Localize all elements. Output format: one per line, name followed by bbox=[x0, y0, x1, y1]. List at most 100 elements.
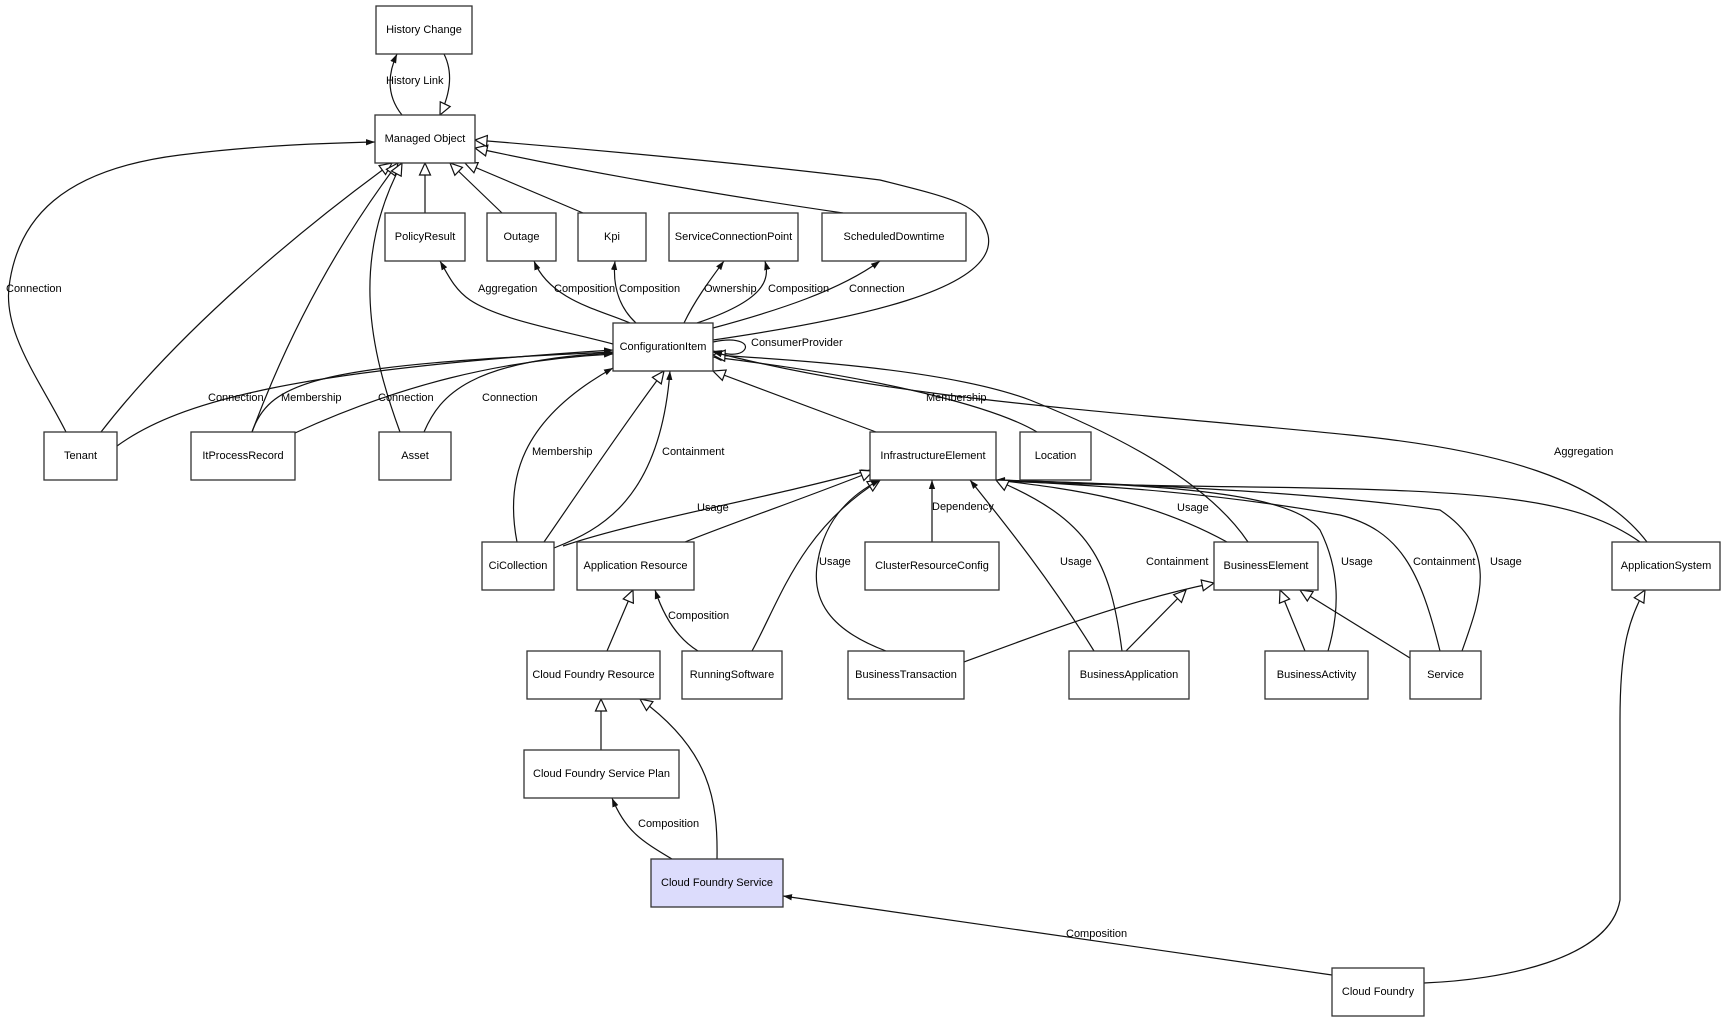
edge-label: Connection bbox=[378, 392, 434, 404]
class-box[interactable] bbox=[650, 858, 784, 908]
class-box[interactable] bbox=[486, 212, 557, 262]
class-node-business-transaction[interactable]: BusinessTransaction bbox=[847, 650, 965, 700]
edge-label: Usage bbox=[1341, 556, 1373, 568]
edge-label: Connection bbox=[6, 283, 62, 295]
class-box[interactable] bbox=[847, 650, 965, 700]
class-name: Location bbox=[1035, 450, 1077, 462]
inheritance-edge-ci_collection-to-configuration_item bbox=[543, 371, 664, 543]
class-box[interactable] bbox=[481, 541, 555, 591]
class-node-managed-object[interactable]: Managed Object bbox=[374, 114, 476, 164]
class-box[interactable] bbox=[612, 322, 714, 372]
class-box[interactable] bbox=[1019, 431, 1092, 481]
filled-arrow-icon bbox=[712, 354, 1038, 433]
class-node-cf-service[interactable]: Cloud Foundry Service bbox=[650, 858, 784, 908]
hollow-arrow-icon bbox=[751, 480, 880, 652]
filled-arrow-icon bbox=[712, 260, 881, 329]
class-node-cloud-foundry[interactable]: Cloud Foundry bbox=[1331, 967, 1425, 1017]
class-box[interactable] bbox=[864, 541, 1000, 591]
hollow-arrow-icon bbox=[465, 163, 584, 214]
class-node-application-system[interactable]: ApplicationSystem bbox=[1611, 541, 1721, 591]
class-node-location[interactable]: Location bbox=[1019, 431, 1092, 481]
hollow-arrow-icon bbox=[684, 471, 873, 543]
class-node-tenant[interactable]: Tenant bbox=[43, 431, 118, 481]
association-edge-service-to-infrastructure_element bbox=[995, 477, 1441, 652]
class-box[interactable] bbox=[523, 749, 680, 799]
class-name: Cloud Foundry Service Plan bbox=[533, 768, 670, 780]
class-box[interactable] bbox=[190, 431, 296, 481]
class-box[interactable] bbox=[577, 212, 647, 262]
inheritance-edge-cf_resource-to-application_resource bbox=[606, 590, 633, 652]
class-box[interactable] bbox=[1611, 541, 1721, 591]
class-box[interactable] bbox=[576, 541, 695, 591]
class-box[interactable] bbox=[375, 5, 473, 55]
class-node-policy-result[interactable]: PolicyResult bbox=[384, 212, 466, 262]
class-name: History Change bbox=[386, 24, 462, 36]
class-name: Cloud Foundry bbox=[1342, 986, 1415, 998]
class-name: Application Resource bbox=[584, 560, 688, 572]
association-edge-ci_collection-to-configuration_item bbox=[512, 367, 614, 543]
class-box[interactable] bbox=[1068, 650, 1190, 700]
edge-label: Composition bbox=[554, 283, 615, 295]
inheritance-edge-business_transaction-to-business_element bbox=[963, 583, 1214, 663]
association-edge-asset-to-configuration_item bbox=[423, 350, 614, 433]
association-edge-configuration_item-to-kpi bbox=[610, 260, 637, 324]
class-name: BusinessActivity bbox=[1277, 669, 1357, 681]
class-box[interactable] bbox=[526, 650, 661, 700]
class-node-infrastructure-element[interactable]: InfrastructureElement bbox=[869, 431, 997, 481]
class-node-ci-collection[interactable]: CiCollection bbox=[481, 541, 555, 591]
class-name: Cloud Foundry Resource bbox=[532, 669, 654, 681]
filled-arrow-icon bbox=[512, 367, 614, 543]
class-box[interactable] bbox=[378, 431, 452, 481]
edge-label: Aggregation bbox=[1554, 446, 1613, 458]
class-node-scp[interactable]: ServiceConnectionPoint bbox=[668, 212, 799, 262]
association-edge-cloud_foundry-to-cf_service bbox=[782, 894, 1333, 976]
class-node-configuration-item[interactable]: ConfigurationItem bbox=[612, 322, 714, 372]
class-name: ScheduledDowntime bbox=[844, 231, 945, 243]
association-edge-running_software-to-application_resource bbox=[654, 589, 699, 652]
class-node-business-activity[interactable]: BusinessActivity bbox=[1264, 650, 1369, 700]
class-node-it-process-record[interactable]: ItProcessRecord bbox=[190, 431, 296, 481]
class-name: Kpi bbox=[604, 231, 620, 243]
filled-arrow-icon bbox=[294, 351, 614, 434]
filled-arrow-icon bbox=[696, 260, 771, 324]
class-node-history-change[interactable]: History Change bbox=[375, 5, 473, 55]
edge-label: Containment bbox=[1413, 556, 1475, 568]
class-box[interactable] bbox=[681, 650, 783, 700]
class-box[interactable] bbox=[1213, 541, 1319, 591]
class-node-kpi[interactable]: Kpi bbox=[577, 212, 647, 262]
edge-label: Composition bbox=[1066, 928, 1127, 940]
class-box[interactable] bbox=[374, 114, 476, 164]
inheritance-edge-application_resource-to-infrastructure_element bbox=[684, 471, 873, 543]
class-node-cf-resource[interactable]: Cloud Foundry Resource bbox=[526, 650, 661, 700]
edge-label: Usage bbox=[1177, 502, 1209, 514]
class-box[interactable] bbox=[1409, 650, 1482, 700]
class-node-running-software[interactable]: RunningSoftware bbox=[681, 650, 783, 700]
hollow-arrow-icon bbox=[450, 163, 503, 214]
filled-arrow-icon bbox=[533, 260, 631, 324]
class-box[interactable] bbox=[1331, 967, 1425, 1017]
association-edge-service-to-infrastructure_element bbox=[995, 477, 1481, 652]
class-node-asset[interactable]: Asset bbox=[378, 431, 452, 481]
edge-label: Usage bbox=[1490, 556, 1522, 568]
class-box[interactable] bbox=[43, 431, 118, 481]
class-box[interactable] bbox=[668, 212, 799, 262]
filled-arrow-icon bbox=[995, 477, 1481, 652]
class-box[interactable] bbox=[1264, 650, 1369, 700]
filled-arrow-icon bbox=[423, 350, 614, 433]
class-node-outage[interactable]: Outage bbox=[486, 212, 557, 262]
class-node-service[interactable]: Service bbox=[1409, 650, 1482, 700]
class-name: InfrastructureElement bbox=[880, 450, 985, 462]
class-node-business-application[interactable]: BusinessApplication bbox=[1068, 650, 1190, 700]
hollow-arrow-icon bbox=[1423, 590, 1645, 984]
class-node-application-resource[interactable]: Application Resource bbox=[576, 541, 695, 591]
filled-arrow-icon bbox=[995, 479, 1123, 652]
edge-label: Composition bbox=[638, 818, 699, 830]
class-node-cf-service-plan[interactable]: Cloud Foundry Service Plan bbox=[523, 749, 680, 799]
class-node-cluster-resource-config[interactable]: ClusterResourceConfig bbox=[864, 541, 1000, 591]
class-box[interactable] bbox=[384, 212, 466, 262]
class-node-business-element[interactable]: BusinessElement bbox=[1213, 541, 1319, 591]
class-box[interactable] bbox=[869, 431, 997, 481]
class-box[interactable] bbox=[821, 212, 967, 262]
hollow-arrow-icon bbox=[1125, 590, 1186, 652]
class-node-scheduled-downtime[interactable]: ScheduledDowntime bbox=[821, 212, 967, 262]
